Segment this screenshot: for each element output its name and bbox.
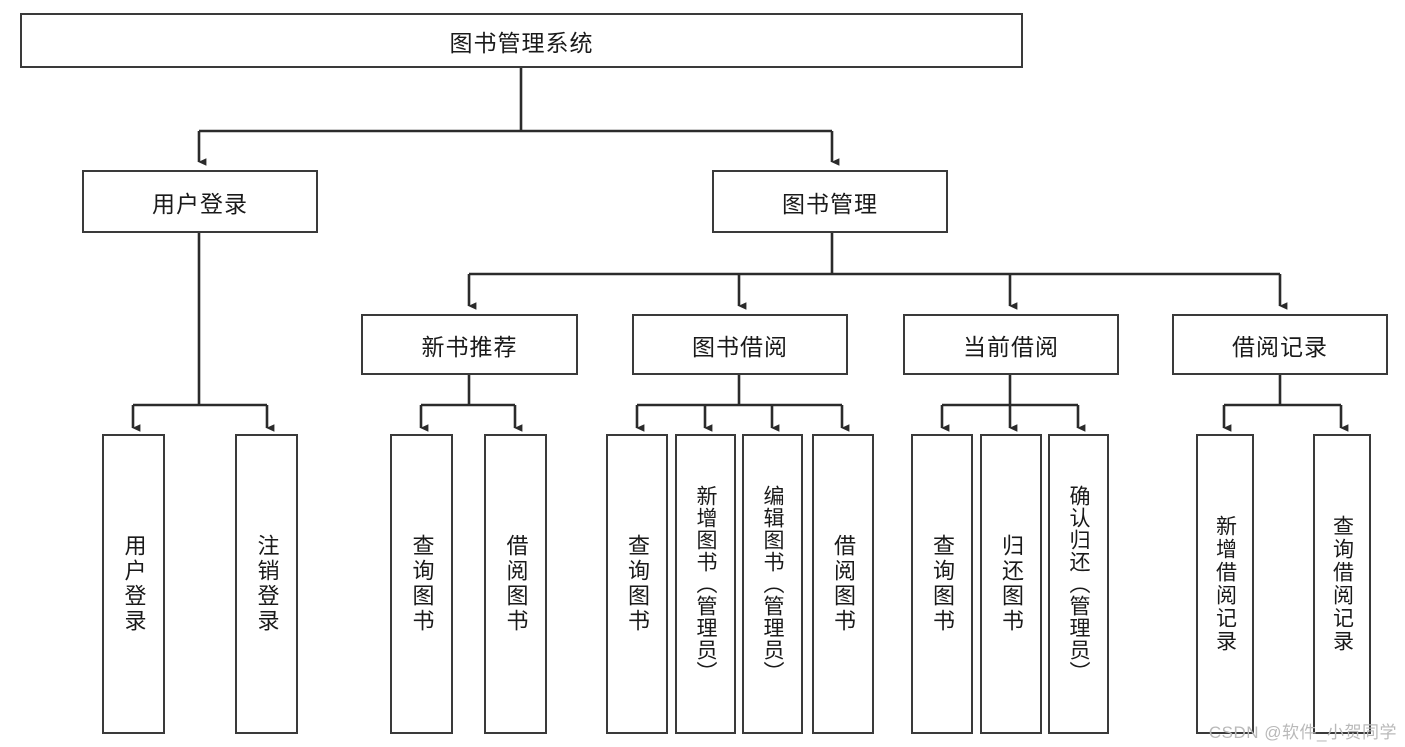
leaf-borrow-record-add-record[interactable]: 新增借阅记录: [1196, 434, 1254, 734]
leaf-book-borrow-edit-book-admin[interactable]: 编辑图书（管理员）: [742, 434, 803, 734]
node-label: 查询借阅记录: [1330, 515, 1354, 653]
csdn-watermark: CSDN @软件_小贺同学: [1208, 723, 1397, 742]
node-root-book-management-system[interactable]: 图书管理系统: [20, 13, 1023, 68]
leaf-book-borrow-borrow-book[interactable]: 借阅图书: [812, 434, 874, 734]
leaf-book-borrow-add-book-admin[interactable]: 新增图书（管理员）: [675, 434, 736, 734]
node-user-login[interactable]: 用户登录: [82, 170, 318, 233]
leaf-new-book-borrow-book[interactable]: 借阅图书: [484, 434, 547, 734]
node-label: 借阅图书: [831, 534, 856, 634]
node-label: 当前借阅: [963, 333, 1059, 360]
node-label: 查询图书: [409, 534, 435, 634]
node-label: 注销登录: [254, 534, 280, 634]
node-label: 查询图书: [930, 534, 955, 634]
node-new-book-recommend[interactable]: 新书推荐: [361, 314, 578, 375]
node-book-management[interactable]: 图书管理: [712, 170, 948, 233]
leaf-user-login-login[interactable]: 用户登录: [102, 434, 165, 734]
node-label: 用户登录: [121, 534, 147, 634]
node-current-borrow[interactable]: 当前借阅: [903, 314, 1119, 375]
node-book-borrow[interactable]: 图书借阅: [632, 314, 848, 375]
node-label: 图书管理: [782, 190, 878, 217]
node-label: 确认归还（管理员）: [1067, 485, 1090, 683]
node-label: 新书推荐: [421, 333, 518, 360]
node-label: 借阅图书: [503, 534, 529, 634]
node-label: 用户登录: [152, 190, 248, 217]
node-borrow-record[interactable]: 借阅记录: [1172, 314, 1388, 375]
node-label: 查询图书: [625, 534, 650, 634]
node-label: 图书管理系统: [449, 29, 594, 56]
leaf-borrow-record-query-record[interactable]: 查询借阅记录: [1313, 434, 1371, 734]
leaf-new-book-query-book[interactable]: 查询图书: [390, 434, 453, 734]
node-label: 归还图书: [999, 534, 1024, 634]
leaf-current-borrow-return-book[interactable]: 归还图书: [980, 434, 1042, 734]
node-label: 新增图书（管理员）: [694, 485, 717, 683]
node-label: 图书借阅: [692, 333, 788, 360]
leaf-current-borrow-query-book[interactable]: 查询图书: [911, 434, 973, 734]
leaf-current-borrow-confirm-return-admin[interactable]: 确认归还（管理员）: [1048, 434, 1109, 734]
node-label: 编辑图书（管理员）: [761, 485, 784, 683]
node-label: 新增借阅记录: [1213, 515, 1237, 653]
leaf-user-login-logout[interactable]: 注销登录: [235, 434, 298, 734]
leaf-book-borrow-query-book[interactable]: 查询图书: [606, 434, 668, 734]
node-label: 借阅记录: [1232, 333, 1328, 360]
